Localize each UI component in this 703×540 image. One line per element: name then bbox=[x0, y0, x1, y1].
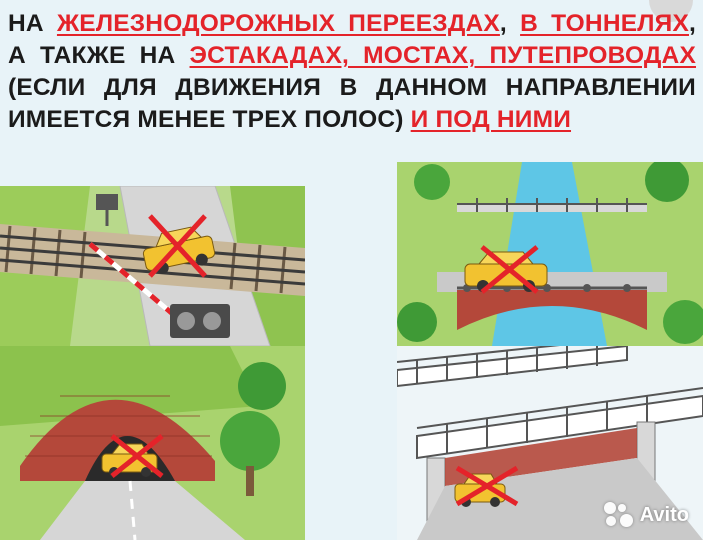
heading-tunnels: В ТОННЕЛЯХ bbox=[520, 10, 689, 37]
heading-text-1: НА bbox=[8, 10, 57, 37]
heading-overpasses: ЭСТАКАДАХ, МОСТАХ, ПУТЕПРОВОДАХ bbox=[189, 42, 696, 69]
heading-text-4: (ЕСЛИ ДЛЯ ДВИЖЕНИЯ В ДАННОМ НАПРАВЛЕНИИ … bbox=[8, 74, 696, 133]
avito-logo-icon bbox=[603, 502, 634, 528]
corner-circle bbox=[649, 0, 693, 22]
heading-railway-crossings: ЖЕЛЕЗНОДОРОЖНЫХ ПЕРЕЕЗДАХ bbox=[56, 10, 500, 37]
railway-crossing-illustration bbox=[0, 186, 305, 346]
page-heading: НА ЖЕЛЕЗНОДОРОЖНЫХ ПЕРЕЕЗДАХ, В ТОННЕЛЯХ… bbox=[8, 8, 696, 136]
overpass-illustration bbox=[397, 346, 703, 540]
watermark-text: Avito bbox=[639, 503, 689, 526]
tunnel-illustration bbox=[0, 346, 305, 540]
bridge-illustration bbox=[397, 162, 703, 346]
heading-under-them: И ПОД НИМИ bbox=[410, 106, 572, 133]
avito-watermark: Avito bbox=[603, 502, 689, 528]
heading-text-3: , А ТАКЖЕ НА bbox=[8, 10, 697, 69]
heading-text-2: , bbox=[499, 10, 521, 37]
